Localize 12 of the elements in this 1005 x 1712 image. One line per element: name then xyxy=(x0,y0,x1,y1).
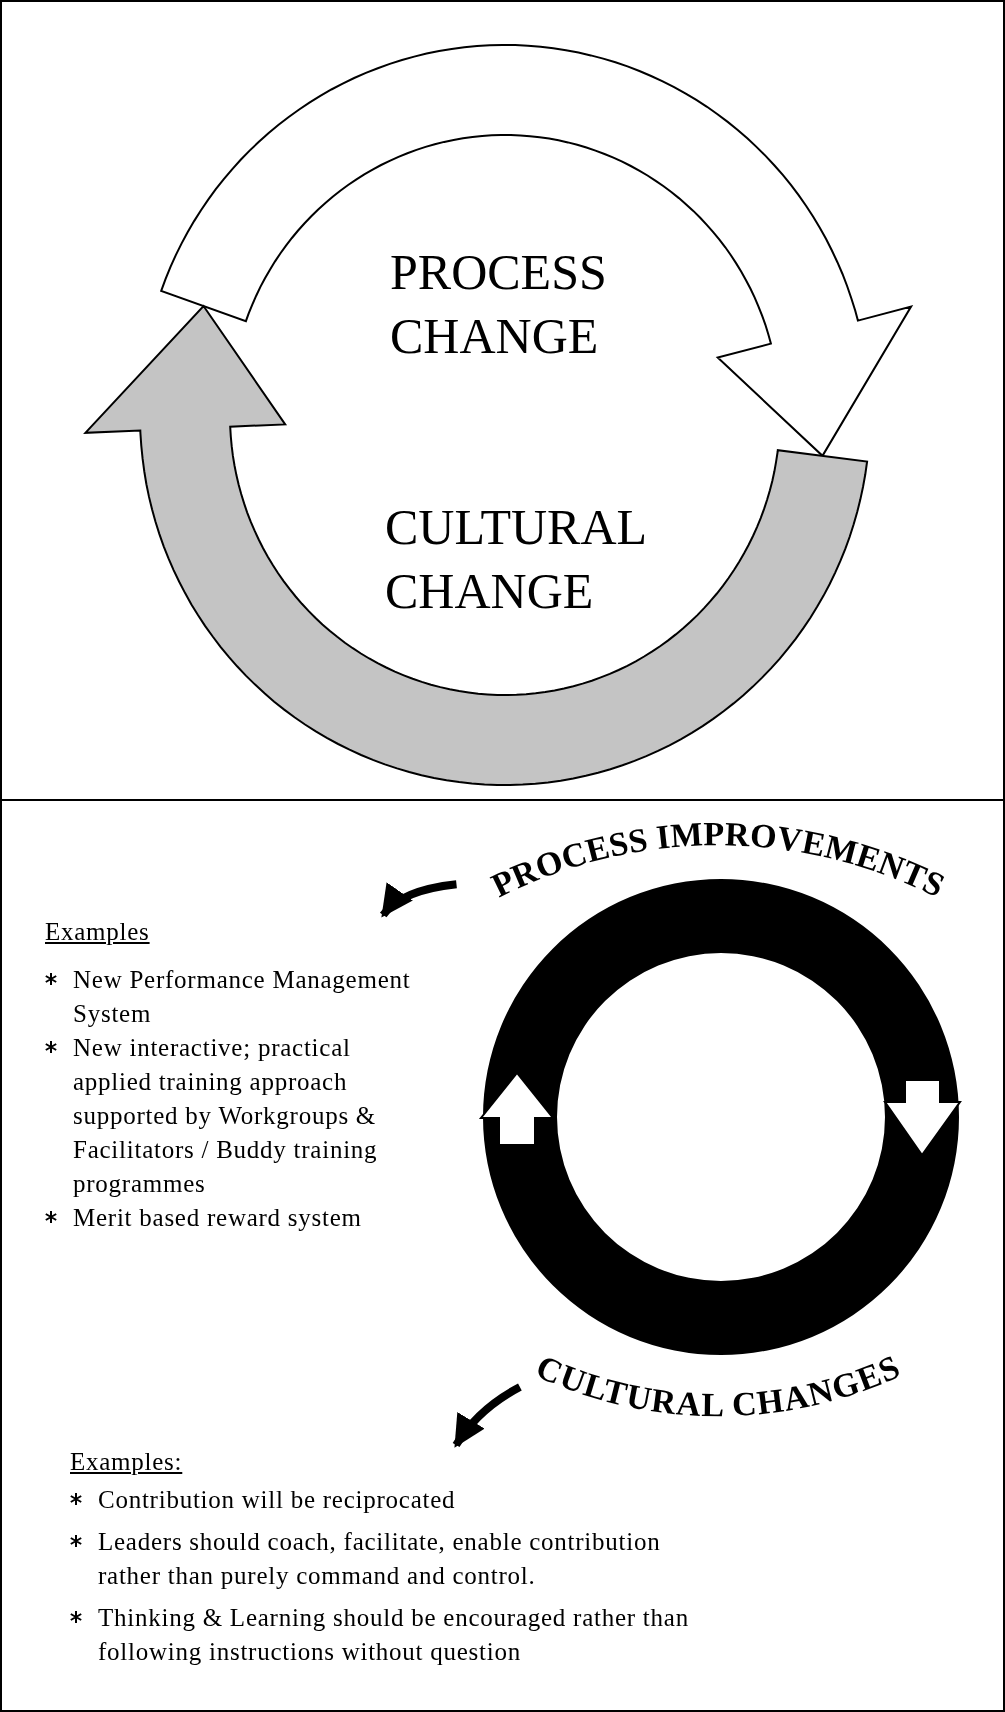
list-item-text: Merit based reward system xyxy=(73,1203,362,1233)
curved-arrow xyxy=(452,1383,522,1448)
cycle-label: CULTURAL CHANGE xyxy=(385,495,675,625)
cycle-label: PROCESS CHANGE xyxy=(390,240,630,370)
list-item-text: Contribution will be reciprocated xyxy=(98,1485,456,1515)
list-item-text: New interactive; practical applied training approach supported by Workgroups & Facilitators / Buddy training programmes xyxy=(73,1033,379,1199)
list-item-text: Thinking & Learning should be encouraged rather than following instructions without question xyxy=(98,1603,690,1667)
list-item-text: New Performance Management System xyxy=(73,965,412,1029)
list-heading: Examples: xyxy=(70,1447,184,1477)
curved-block-arrow xyxy=(159,44,914,458)
list-heading: Examples xyxy=(45,917,151,947)
list-item-text: Leaders should coach, facilitate, enable contribution rather than purely command and control. xyxy=(98,1527,662,1591)
